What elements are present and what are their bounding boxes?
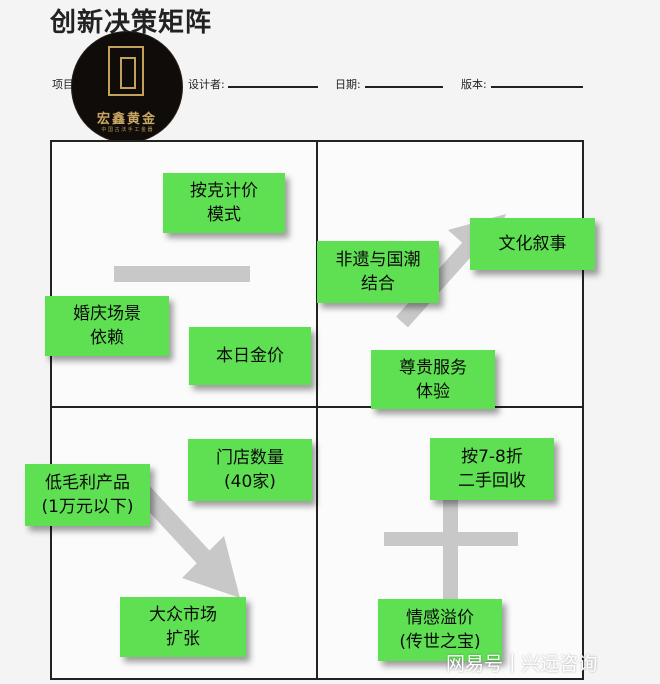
minus-symbol-icon — [114, 266, 250, 282]
sticky-note-cultural-narrative: 文化叙事 — [470, 218, 595, 270]
logo-name: 宏鑫黄金 — [96, 112, 157, 127]
sticky-note-wedding-dependence: 婚庆场景依赖 — [45, 296, 169, 356]
cross-symbol-vertical-icon — [443, 480, 458, 618]
sticky-note-daily-gold-price: 本日金价 — [189, 327, 311, 385]
sticky-note-pricing-by-gram: 按克计价模式 — [163, 173, 285, 233]
watermark-source: 网易号 — [446, 652, 504, 675]
version-label: 版本: — [461, 78, 487, 91]
sticky-note-low-margin-products: 低毛利产品(1万元以下) — [25, 464, 150, 526]
logo-emblem-icon — [108, 46, 144, 96]
designer-label: 设计者: — [188, 78, 225, 91]
sticky-note-heritage-trend: 非遗与国潮结合 — [317, 241, 439, 303]
logo-subtitle: 中 国 古 法 手 工 金 器 — [101, 127, 153, 133]
matrix-vertical-divider — [316, 140, 318, 680]
sticky-note-mass-market: 大众市场扩张 — [120, 597, 246, 657]
sticky-note-premium-service: 尊贵服务体验 — [371, 350, 495, 409]
sticky-note-trade-in: 按7-8折二手回收 — [430, 438, 554, 500]
watermark-separator: | — [509, 651, 516, 673]
project-label: 项目 — [52, 78, 74, 91]
date-field-line[interactable] — [365, 86, 443, 88]
sticky-note-emotional-premium: 情感溢价(传世之宝) — [378, 599, 502, 661]
brand-logo: 宏鑫黄金 中 国 古 法 手 工 金 器 — [72, 32, 182, 142]
version-field-line[interactable] — [491, 86, 583, 88]
designer-field-line[interactable] — [228, 86, 318, 88]
date-label: 日期: — [335, 78, 361, 91]
watermark: 网易号 | 兴远咨询 — [446, 648, 656, 676]
sticky-note-store-count: 门店数量(40家) — [188, 439, 312, 501]
watermark-author: 兴远咨询 — [521, 652, 598, 675]
matrix-horizontal-divider — [50, 406, 584, 408]
